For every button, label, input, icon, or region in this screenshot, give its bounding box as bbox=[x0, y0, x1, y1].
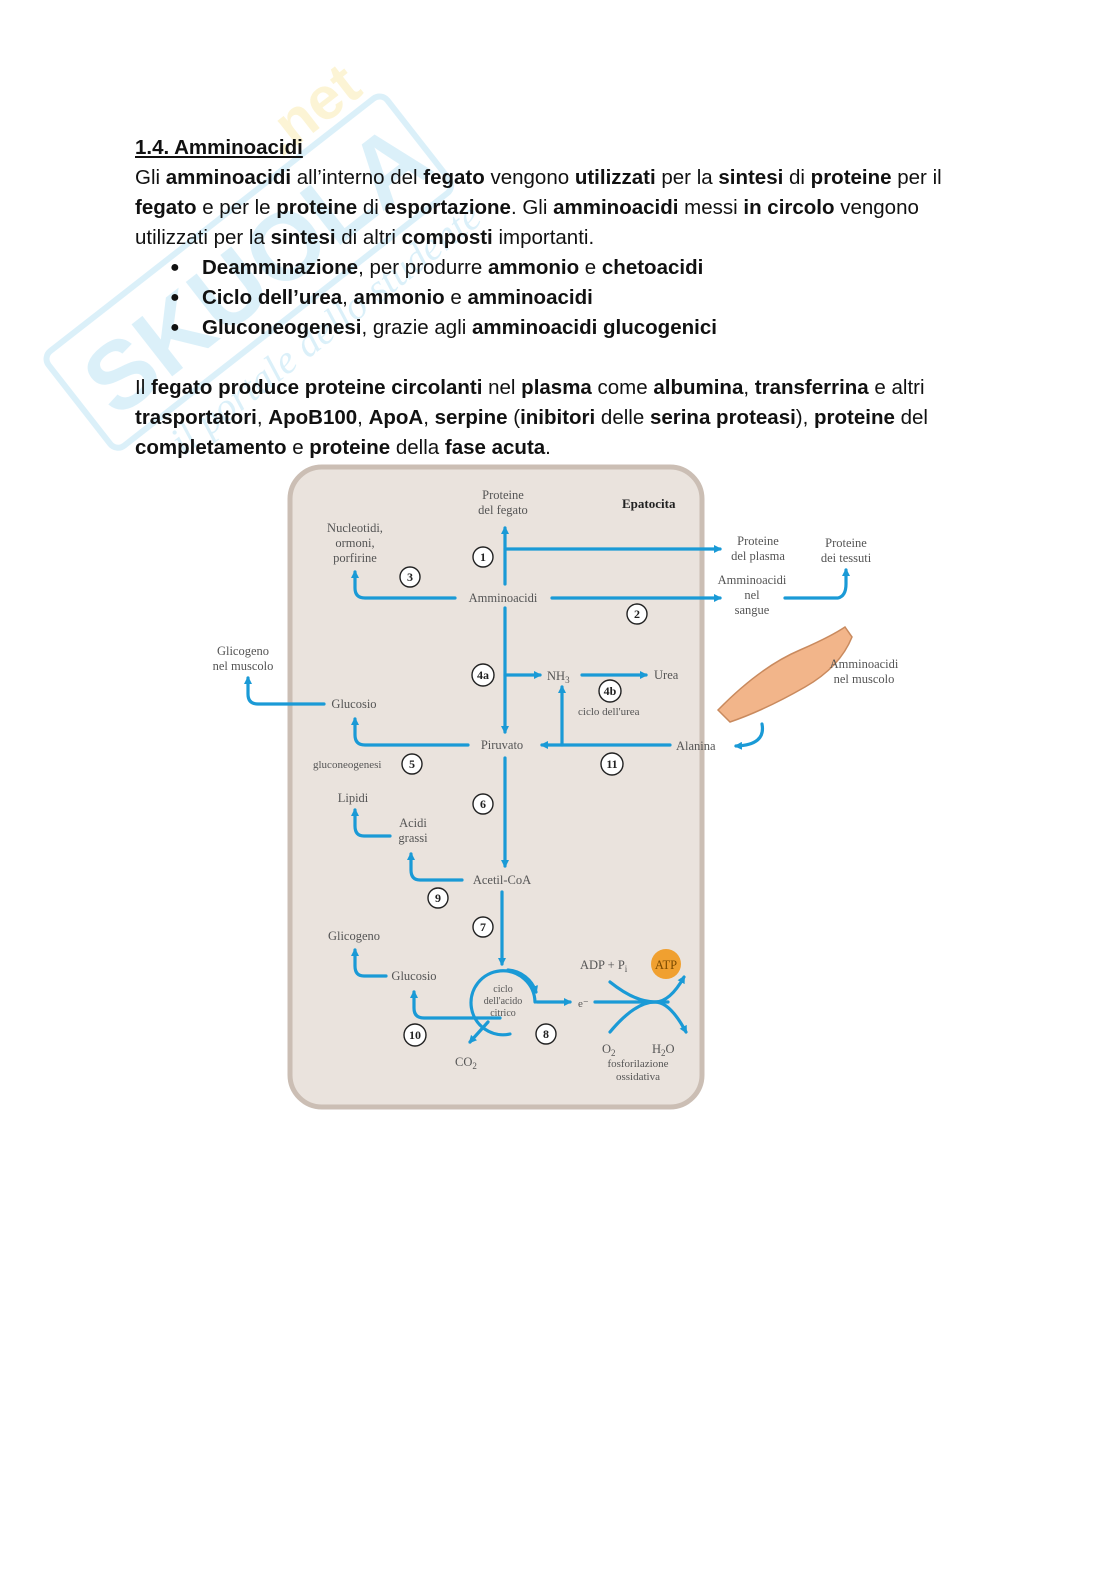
svg-text:9: 9 bbox=[435, 891, 441, 905]
label-adp: ADP + Pi bbox=[580, 958, 628, 974]
step-marker: 11 bbox=[601, 753, 623, 775]
label-lipidi: Lipidi bbox=[338, 791, 369, 805]
cell-title: Epatocita bbox=[622, 496, 676, 511]
label-glucosio-2: Glucosio bbox=[391, 969, 436, 983]
svg-text:4b: 4b bbox=[604, 684, 617, 698]
section-heading: 1.4. Amminoacidi bbox=[135, 133, 985, 163]
step-marker: 8 bbox=[536, 1024, 556, 1044]
svg-text:11: 11 bbox=[606, 757, 617, 771]
label-atp: ATP bbox=[655, 958, 677, 972]
text-block: 1.4. Amminoacidi Gli amminoacidi all’int… bbox=[135, 133, 985, 463]
label-gluconeogenesi: gluconeogenesi bbox=[313, 759, 381, 771]
plasma-proteins-paragraph: Il fegato produce proteine circolanti ne… bbox=[135, 373, 985, 463]
step-marker: 4a bbox=[472, 664, 494, 686]
svg-text:2: 2 bbox=[634, 607, 640, 621]
bullet-item: Ciclo dell’urea, ammonio e amminoacidi bbox=[170, 283, 985, 313]
step-marker: 4b bbox=[599, 680, 621, 702]
label-nucleotidi: Nucleotidi,ormoni,porfirine bbox=[327, 521, 383, 565]
intro-paragraph: Gli amminoacidi all’interno del fegato v… bbox=[135, 163, 985, 253]
svg-text:4a: 4a bbox=[477, 668, 489, 682]
bullet-list: Deamminazione, per produrre ammonio e ch… bbox=[135, 253, 985, 343]
svg-text:10: 10 bbox=[409, 1028, 421, 1042]
step-marker: 5 bbox=[402, 754, 422, 774]
label-acetil-coa: Acetil-CoA bbox=[473, 873, 531, 887]
svg-text:7: 7 bbox=[480, 920, 486, 934]
label-glicogeno: Glicogeno bbox=[328, 929, 380, 943]
step-marker: 10 bbox=[404, 1024, 426, 1046]
muscle-icon bbox=[718, 627, 852, 722]
hepatocyte-diagram: 1 2 3 4a 4b 5 6 7 8 9 10 11 Epatocita Pr… bbox=[200, 462, 920, 1112]
label-glucosio-1: Glucosio bbox=[331, 697, 376, 711]
label-piruvato: Piruvato bbox=[481, 738, 523, 752]
step-marker: 2 bbox=[627, 604, 647, 624]
step-marker: 1 bbox=[473, 547, 493, 567]
label-ciclo-urea: ciclo dell'urea bbox=[578, 706, 640, 718]
label-electron: e⁻ bbox=[578, 998, 589, 1010]
step-marker: 9 bbox=[428, 888, 448, 908]
step-marker: 3 bbox=[400, 567, 420, 587]
bullet-item: Deamminazione, per produrre ammonio e ch… bbox=[170, 253, 985, 283]
svg-text:1: 1 bbox=[480, 550, 486, 564]
svg-text:6: 6 bbox=[480, 797, 486, 811]
svg-text:5: 5 bbox=[409, 757, 415, 771]
label-urea: Urea bbox=[654, 668, 679, 682]
svg-text:8: 8 bbox=[543, 1027, 549, 1041]
step-marker: 7 bbox=[473, 917, 493, 937]
label-amminoacidi: Amminoacidi bbox=[469, 591, 538, 605]
bullet-item: Gluconeogenesi, grazie agli amminoacidi … bbox=[170, 313, 985, 343]
svg-text:3: 3 bbox=[407, 570, 413, 584]
label-alanina: Alanina bbox=[676, 739, 716, 753]
step-marker: 6 bbox=[473, 794, 493, 814]
